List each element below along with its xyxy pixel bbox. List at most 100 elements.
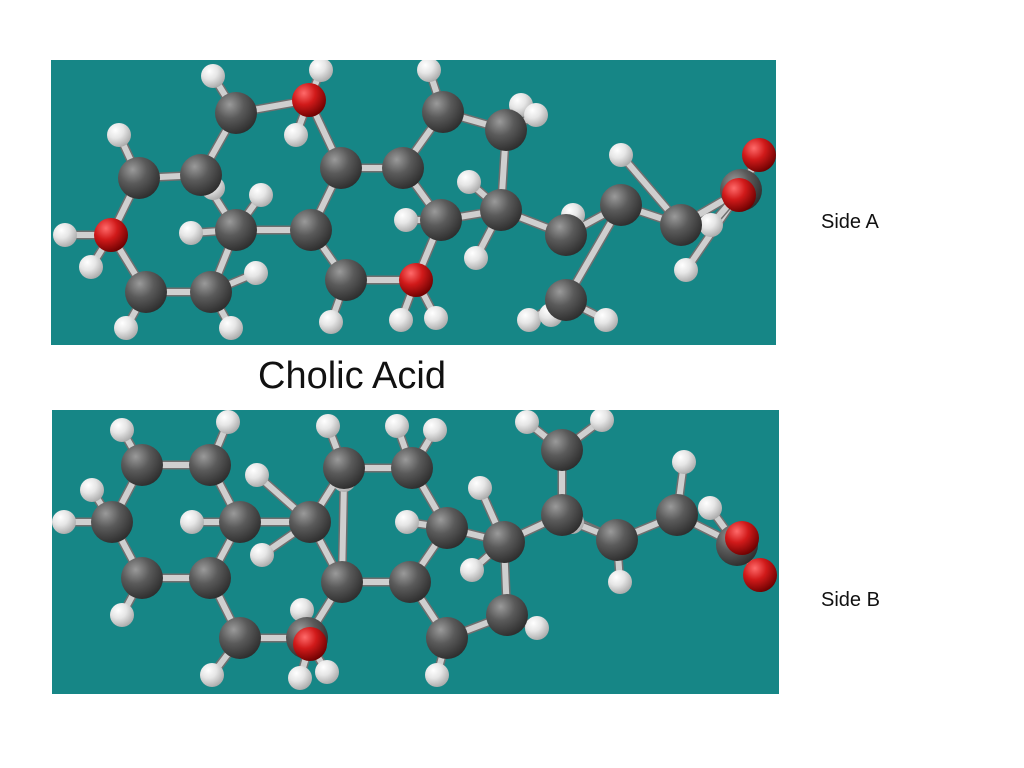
hydrogen-atom <box>316 414 340 438</box>
hydrogen-atom <box>309 60 333 82</box>
oxygen-atom <box>725 521 759 555</box>
hydrogen-atom <box>395 510 419 534</box>
hydrogen-atom <box>52 510 76 534</box>
carbon-atom <box>485 109 527 151</box>
molecule-view-side-a <box>51 60 776 345</box>
oxygen-atom <box>742 138 776 172</box>
hydrogen-atom <box>180 510 204 534</box>
hydrogen-atom <box>609 143 633 167</box>
hydrogen-atom <box>424 306 448 330</box>
hydrogen-atom <box>423 418 447 442</box>
carbon-atom <box>660 204 702 246</box>
hydrogen-atom <box>525 616 549 640</box>
hydrogen-atom <box>674 258 698 282</box>
oxygen-atom <box>94 218 128 252</box>
hydrogen-atom <box>216 410 240 434</box>
oxygen-atom <box>722 178 756 212</box>
hydrogen-atom <box>698 496 722 520</box>
atom-layer <box>52 410 777 690</box>
side-a-label: Side A <box>821 211 879 233</box>
hydrogen-atom <box>515 410 539 434</box>
hydrogen-atom <box>179 221 203 245</box>
carbon-atom <box>541 494 583 536</box>
oxygen-atom <box>293 627 327 661</box>
carbon-atom <box>289 501 331 543</box>
carbon-atom <box>219 501 261 543</box>
hydrogen-atom <box>417 60 441 82</box>
carbon-atom <box>180 154 222 196</box>
hydrogen-atom <box>460 558 484 582</box>
carbon-atom <box>91 501 133 543</box>
hydrogen-atom <box>219 316 243 340</box>
hydrogen-atom <box>244 261 268 285</box>
carbon-atom <box>323 447 365 489</box>
oxygen-atom <box>292 83 326 117</box>
carbon-atom <box>480 189 522 231</box>
hydrogen-atom <box>608 570 632 594</box>
carbon-atom <box>121 444 163 486</box>
hydrogen-atom <box>385 414 409 438</box>
carbon-atom <box>486 594 528 636</box>
carbon-atom <box>545 279 587 321</box>
hydrogen-atom <box>517 308 541 332</box>
hydrogen-atom <box>672 450 696 474</box>
hydrogen-atom <box>319 310 343 334</box>
carbon-atom <box>219 617 261 659</box>
atom-layer <box>53 60 776 340</box>
hydrogen-atom <box>594 308 618 332</box>
carbon-atom <box>125 271 167 313</box>
carbon-atom <box>422 91 464 133</box>
hydrogen-atom <box>288 666 312 690</box>
carbon-atom <box>189 444 231 486</box>
hydrogen-atom <box>425 663 449 687</box>
carbon-atom <box>545 214 587 256</box>
hydrogen-atom <box>110 418 134 442</box>
hydrogen-atom <box>468 476 492 500</box>
hydrogen-atom <box>394 208 418 232</box>
molecule-model-side-a <box>53 60 776 340</box>
hydrogen-atom <box>79 255 103 279</box>
carbon-atom <box>320 147 362 189</box>
carbon-atom <box>391 447 433 489</box>
hydrogen-atom <box>590 410 614 432</box>
carbon-atom <box>215 209 257 251</box>
carbon-atom <box>420 199 462 241</box>
hydrogen-atom <box>200 663 224 687</box>
carbon-atom <box>600 184 642 226</box>
carbon-atom <box>190 271 232 313</box>
carbon-atom <box>382 147 424 189</box>
hydrogen-atom <box>524 103 548 127</box>
oxygen-atom <box>399 263 433 297</box>
hydrogen-atom <box>464 246 488 270</box>
carbon-atom <box>215 92 257 134</box>
molecule-model-side-b <box>52 410 777 690</box>
oxygen-atom <box>743 558 777 592</box>
carbon-atom <box>596 519 638 561</box>
hydrogen-atom <box>389 308 413 332</box>
hydrogen-atom <box>699 213 723 237</box>
carbon-atom <box>189 557 231 599</box>
hydrogen-atom <box>250 543 274 567</box>
carbon-atom <box>656 494 698 536</box>
carbon-atom <box>541 429 583 471</box>
side-b-label: Side B <box>821 589 880 611</box>
hydrogen-atom <box>114 316 138 340</box>
carbon-atom <box>290 209 332 251</box>
carbon-atom <box>483 521 525 563</box>
carbon-atom <box>426 507 468 549</box>
hydrogen-atom <box>457 170 481 194</box>
hydrogen-atom <box>53 223 77 247</box>
hydrogen-atom <box>290 598 314 622</box>
hydrogen-atom <box>80 478 104 502</box>
carbon-atom <box>118 157 160 199</box>
hydrogen-atom <box>245 463 269 487</box>
hydrogen-atom <box>249 183 273 207</box>
slide-title: Cholic Acid <box>258 355 446 397</box>
carbon-atom <box>389 561 431 603</box>
carbon-atom <box>325 259 367 301</box>
hydrogen-atom <box>107 123 131 147</box>
carbon-atom <box>321 561 363 603</box>
carbon-atom <box>426 617 468 659</box>
hydrogen-atom <box>201 64 225 88</box>
molecule-view-side-b <box>52 410 779 694</box>
